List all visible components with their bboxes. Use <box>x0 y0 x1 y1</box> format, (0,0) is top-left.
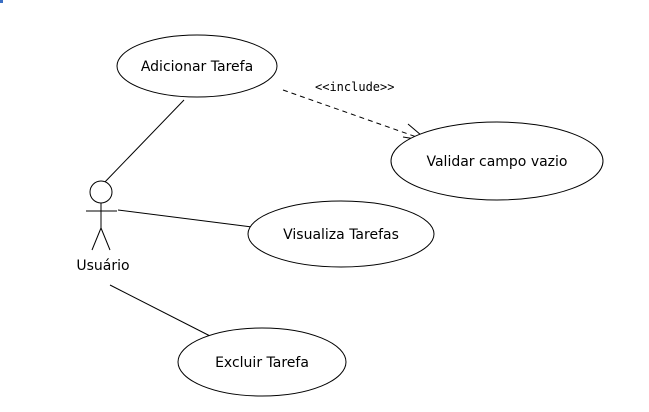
actor-label: Usuário <box>76 258 129 274</box>
actor-usuario[interactable]: Usuário <box>76 180 130 274</box>
include-label: <<include>> <box>315 80 394 94</box>
association-excluir <box>109 284 215 339</box>
association-adicionar <box>102 99 185 185</box>
use-case-ellipse <box>390 121 604 201</box>
use-case-adicionar-tarefa[interactable]: Adicionar Tarefa <box>116 34 278 98</box>
use-case-label: Visualiza Tarefas <box>283 227 399 243</box>
include-dependency: <<include>> <box>282 80 430 142</box>
actor-head <box>89 180 113 204</box>
use-case-ellipse <box>247 200 435 268</box>
use-case-visualiza-tarefas[interactable]: Visualiza Tarefas <box>247 200 435 268</box>
use-case-validar-campo-vazio[interactable]: Validar campo vazio <box>390 121 604 201</box>
corner-marker <box>0 0 3 3</box>
use-case-ellipse <box>177 327 347 397</box>
use-case-label: Excluir Tarefa <box>215 355 309 371</box>
actor-left-leg <box>91 227 102 251</box>
use-case-ellipse <box>116 34 278 98</box>
association-visualiza <box>117 209 253 228</box>
use-case-excluir-tarefa[interactable]: Excluir Tarefa <box>177 327 347 397</box>
actor-right-leg <box>100 227 111 251</box>
use-case-label: Adicionar Tarefa <box>141 59 253 75</box>
use-case-label: Validar campo vazio <box>426 154 567 170</box>
include-arrow-line <box>282 89 429 142</box>
